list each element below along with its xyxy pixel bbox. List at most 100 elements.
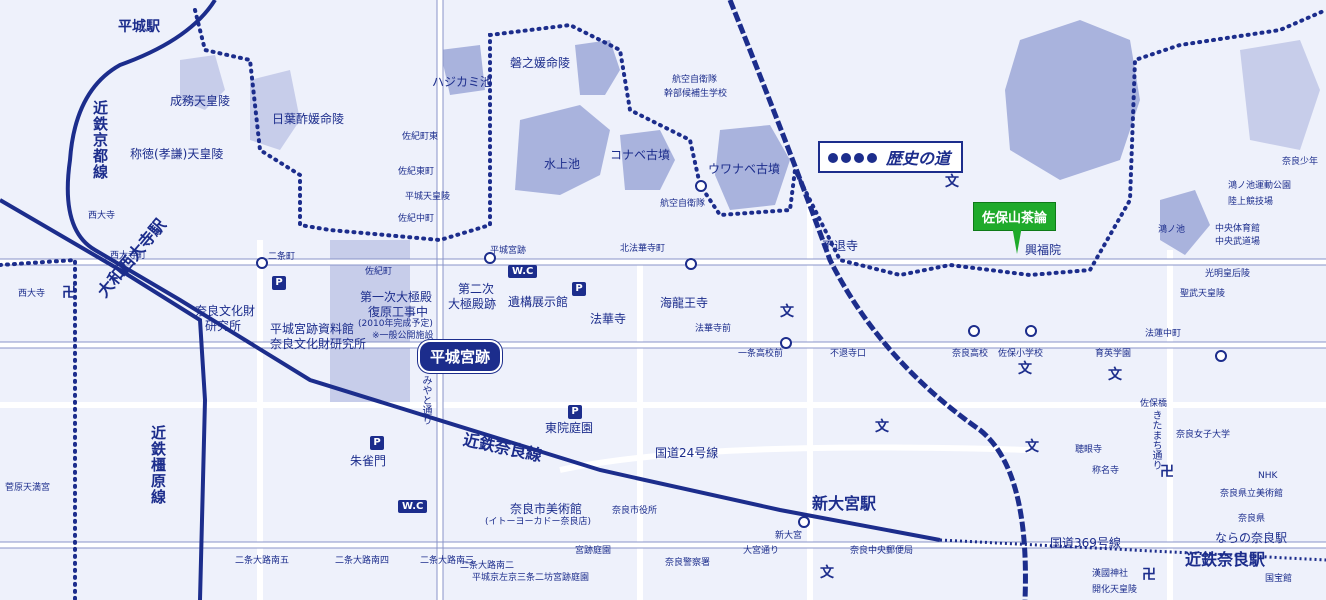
busstop-hokkeji-mae[interactable]: 法華寺前	[695, 324, 732, 334]
kairyuoji-label[interactable]: 海龍王寺	[660, 296, 709, 310]
jieitai1-label: 航空自衛隊	[672, 75, 718, 85]
koumei-label[interactable]: 光明皇后陵	[1205, 269, 1251, 279]
school1-label: 奈良高校	[952, 349, 989, 359]
busstop-saki-tomachi[interactable]: 佐紀東町	[398, 167, 435, 177]
bijutsukan-pref-label[interactable]: 奈良県立美術館	[1220, 489, 1284, 499]
busstop-nijo3[interactable]: 二条大路南三	[420, 556, 475, 566]
daigokuden2b-label[interactable]: 大極殿跡	[448, 297, 497, 311]
parking-icon-2: P	[572, 282, 586, 296]
hokkeji-label[interactable]: 法華寺	[590, 312, 627, 326]
heijo-tenno-label[interactable]: 平城天皇陵	[405, 192, 451, 202]
bijutsukan-label[interactable]: 奈良市美術館	[510, 502, 583, 516]
taiikukan-label[interactable]: 中央体育館	[1215, 224, 1261, 234]
budojo-label[interactable]: 中央武道場	[1215, 237, 1261, 247]
kencho-label[interactable]: 奈良県	[1238, 514, 1266, 524]
busstop-miyaato-teien[interactable]: 宮跡庭園	[575, 546, 612, 556]
kangen-label[interactable]: 聴眼寺	[1075, 445, 1103, 455]
kinki-nishi-label: 西大寺町	[110, 251, 147, 261]
suzakumon-label[interactable]: 朱雀門	[350, 454, 387, 468]
busstop-saki[interactable]: 佐紀町	[365, 267, 393, 277]
bus-stop-marker	[256, 257, 268, 269]
bus-stop-marker-8	[695, 180, 707, 192]
kintetsu-nara-station-label[interactable]: 近鉄奈良駅	[1185, 550, 1266, 569]
bus-stop-marker-3	[685, 258, 697, 270]
shotoku-label[interactable]: 称徳(孝謙)天皇陵	[130, 147, 224, 161]
ikou-label[interactable]: 遺構展示館	[508, 295, 569, 309]
bus-stop-marker-4	[1215, 350, 1227, 362]
daigokuden1-sub3: ※一般公開施設	[372, 331, 434, 341]
shiryokan1-label[interactable]: 平城宮跡資料館	[270, 322, 355, 336]
busstop-fudoji-guchi[interactable]: 不退寺口	[830, 349, 867, 359]
busstop-heijokyu[interactable]: 平城宮跡	[490, 246, 527, 256]
shomu-label[interactable]: 聖武天皇陵	[1180, 289, 1226, 299]
heijokyu-badge[interactable]: 平城宮跡	[418, 340, 503, 373]
busstop-nijo5[interactable]: 二条大路南五	[235, 556, 290, 566]
jr-nara-label[interactable]: ならの奈良駅	[1215, 531, 1288, 545]
daigokuden1-sub2: (2010年完成予定)	[358, 319, 433, 329]
history-trail-legend: 歴史の道	[818, 141, 963, 173]
school-icon-3: 文	[875, 419, 889, 435]
konabe-tomb	[620, 130, 675, 190]
busstop-nijo4[interactable]: 二条大路南四	[335, 556, 390, 566]
busstop-nijo2[interactable]: 二条大路南二	[460, 561, 515, 571]
nariwa-label[interactable]: 成務天皇陵	[170, 94, 231, 108]
hajikami-label[interactable]: ハジカミ池	[432, 75, 493, 89]
jr-line	[727, 0, 1028, 600]
mizukami-label[interactable]: 水上池	[544, 157, 581, 171]
kanko-label[interactable]: 漢國神社	[1092, 569, 1129, 579]
busstop-omiya-dori[interactable]: 大宮通り	[743, 546, 780, 556]
busstop-saki-higashi[interactable]: 佐紀町東	[402, 132, 439, 142]
temple-icon: 卍	[62, 285, 76, 301]
shiyakusho-label[interactable]: 奈良市役所	[612, 506, 658, 516]
large-tomb-east	[1005, 20, 1140, 180]
toin-label[interactable]: 東院庭園	[545, 421, 594, 435]
hibasu-label[interactable]: 日葉酢媛命陵	[272, 112, 345, 126]
legend-label: 歴史の道	[886, 149, 951, 168]
saidaiji-label[interactable]: 西大寺	[88, 211, 116, 221]
joshidai-label[interactable]: 奈良女子大学	[1176, 430, 1231, 440]
daigokuden1-sub1: 復原工事中	[368, 305, 429, 319]
iwanohime-label[interactable]: 磐之媛命陵	[510, 56, 571, 70]
school-icon-7: 文	[820, 565, 834, 581]
nishidaiji-mon-label[interactable]: 西大寺	[18, 289, 46, 299]
konabe-label[interactable]: コナベ古墳	[610, 148, 671, 162]
daigokuden2-label[interactable]: 第二次	[458, 282, 495, 296]
kokuhoukan-label[interactable]: 国宝館	[1265, 574, 1293, 584]
park-area-ne	[1240, 40, 1320, 150]
heijo-palace-area	[330, 240, 410, 405]
callout-pointer	[1012, 226, 1022, 254]
nara-shonen-label: 奈良少年	[1282, 157, 1319, 167]
kintetsu-kyoto-nara-line	[65, 0, 941, 542]
water-and-green-areas	[180, 20, 1320, 405]
fudoji-label[interactable]: 不退寺	[822, 239, 859, 253]
station-marker-shin-omiya[interactable]	[798, 516, 810, 528]
uwanabe-label[interactable]: ウワナベ古墳	[708, 162, 781, 176]
kohaku-label[interactable]: 鴻ノ池運動公園	[1228, 181, 1292, 191]
rikujo-label[interactable]: 陸上競技場	[1228, 197, 1274, 207]
keisatsu-label[interactable]: 奈良警察署	[665, 558, 711, 568]
school-icon-2: 文	[780, 304, 794, 320]
sakyo-label[interactable]: 平城京左京三条二坊宮跡庭園	[472, 573, 590, 583]
busstop-nijo[interactable]: 二条町	[268, 252, 296, 262]
kitamachi-road-label: きたまち通り	[1150, 410, 1161, 470]
busstop-shin-omiya[interactable]: 新大宮	[775, 531, 803, 541]
busstop-jieitai[interactable]: 航空自衛隊	[660, 199, 706, 209]
busstop-kitahokkeji[interactable]: 北法華寺町	[620, 244, 666, 254]
busstop-houren-nakamachi[interactable]: 法蓮中町	[1145, 329, 1182, 339]
temple-icon-3: 卍	[1142, 567, 1156, 583]
busstop-saki-nakamachi[interactable]: 佐紀中町	[398, 214, 435, 224]
ikaruga-label[interactable]: 称名寺	[1092, 466, 1120, 476]
kaika-label[interactable]: 開化天皇陵	[1092, 585, 1138, 595]
daigokuden1-label[interactable]: 第一次大極殿	[360, 290, 433, 304]
shin-omiya-station-label[interactable]: 新大宮駅	[812, 494, 877, 513]
bus-stop-marker-2	[484, 252, 496, 264]
bunkazai1-label[interactable]: 奈良文化財	[195, 304, 256, 318]
sugawara-label[interactable]: 菅原天満宮	[5, 483, 51, 493]
busstop-nara-post[interactable]: 奈良中央郵便局	[850, 546, 914, 556]
kofukuin-label[interactable]: 興福院	[1025, 243, 1062, 257]
heijo-station-label[interactable]: 平城駅	[118, 19, 160, 35]
iwanohime-tomb	[575, 40, 620, 95]
shiryokan2-label[interactable]: 奈良文化財研究所	[270, 337, 367, 351]
